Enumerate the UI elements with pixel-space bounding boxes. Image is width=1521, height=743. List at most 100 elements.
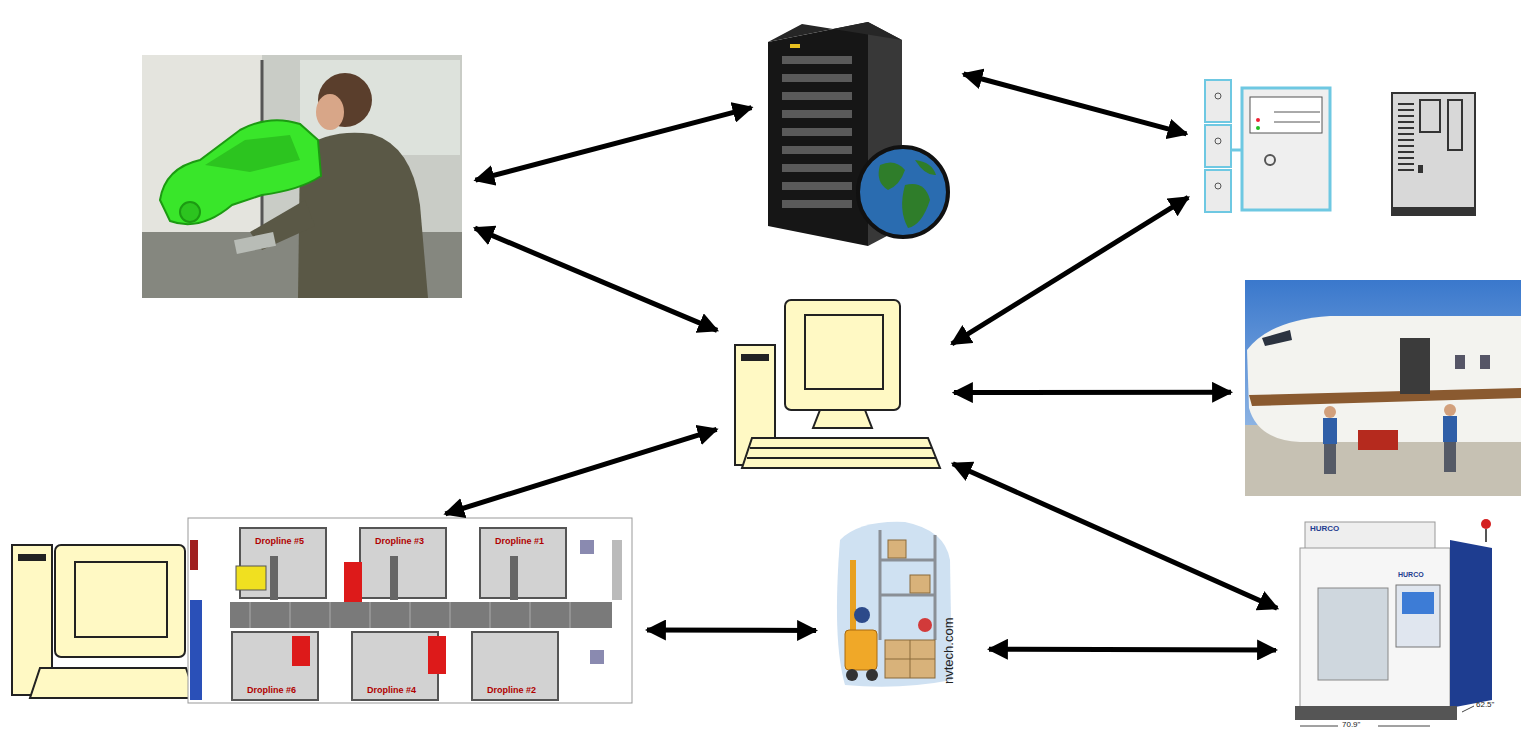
cnc-machine-part — [1450, 540, 1492, 708]
aircraft-photo — [1245, 280, 1521, 496]
floor-plan-part-part — [250, 602, 251, 628]
aircraft-photo-part — [1358, 430, 1398, 450]
cnc-machine-part — [1295, 706, 1457, 720]
cnc-machine-part — [1378, 726, 1430, 727]
floor-plan-part-part — [480, 528, 566, 598]
aircraft-photo-part — [1262, 330, 1292, 346]
station-label: Dropline #6 — [247, 686, 296, 696]
floor-plan-node: Dropline #5 Dropline #3 Dropline #1 Droplin… — [5, 518, 633, 703]
warehouse-illustration-part-part — [880, 594, 935, 597]
central-computer-part — [742, 355, 768, 360]
workstation-icons-part — [1448, 100, 1462, 150]
workstation-icons-part — [1205, 170, 1231, 212]
warehouse-illustration-part — [910, 640, 911, 678]
floor-plan-part-part — [75, 562, 167, 637]
server-icon-part-part — [782, 92, 852, 100]
floor-plan-part — [590, 650, 604, 664]
cnc-machine — [1295, 519, 1492, 726]
aircraft-photo-part — [1455, 355, 1465, 369]
server-icon-part — [902, 184, 930, 228]
workstation-icons-part — [1215, 183, 1221, 189]
aircraft-photo-part — [1443, 416, 1457, 442]
warehouse-illustration-part — [845, 630, 877, 670]
floor-plan-part-part — [30, 668, 196, 698]
floor-plan-part — [510, 556, 518, 600]
warehouse-node: nvtech.com — [830, 520, 975, 690]
server-icon-part — [768, 22, 902, 42]
cnc-machine-part — [1481, 519, 1491, 529]
warehouse-illustration-part — [837, 522, 952, 687]
workstation-icons-part — [1256, 126, 1260, 130]
server-icon-part-part — [782, 200, 852, 208]
workstation-icons-part-part — [1398, 151, 1414, 153]
floor-plan-part — [612, 540, 622, 600]
workstation-icons-part — [1392, 93, 1475, 215]
server-icon-part-part — [782, 74, 852, 82]
floor-plan-part — [188, 518, 632, 703]
cnc-machine-part — [1305, 522, 1435, 550]
station-label: Dropline #4 — [367, 686, 416, 696]
warehouse-illustration-part-part — [880, 559, 935, 562]
designer-photo-part — [205, 135, 300, 172]
cnc-machine-part — [1300, 548, 1450, 708]
workstation-icons-part — [1242, 88, 1330, 210]
workstation-icons-part — [1256, 118, 1260, 122]
aircraft-photo-part — [1444, 442, 1456, 472]
warehouse-illustration — [837, 522, 952, 687]
aircraft-node — [1245, 280, 1521, 496]
server-icon-part-part — [782, 128, 852, 136]
workstation-icons-part-part — [1398, 103, 1414, 105]
server-icon-part-part — [782, 146, 852, 154]
server-icon-part-part — [782, 164, 852, 172]
workstation-icons-part-part — [1398, 109, 1414, 111]
double-arrow — [964, 74, 1187, 134]
floor-plan-part — [580, 540, 594, 554]
floor-plan-part — [344, 562, 362, 602]
double-arrow — [989, 647, 1276, 653]
floor-plan-part-part — [570, 602, 571, 628]
warehouse-illustration-part — [885, 640, 935, 678]
floor-plan-part — [390, 556, 398, 600]
workstation-icons — [1205, 80, 1475, 215]
warehouse-illustration-part — [888, 540, 906, 558]
workstation-icons-part-part — [1398, 115, 1414, 117]
workstation-icons-part — [1215, 93, 1221, 99]
floor-plan-part — [230, 602, 612, 628]
aircraft-photo-part — [1480, 355, 1490, 369]
cnc-machine-part — [1300, 726, 1338, 727]
double-arrow — [647, 628, 816, 634]
warehouse-illustration-part — [918, 618, 932, 632]
designer-photo-part — [142, 55, 462, 298]
workstation-icons-part-part — [1398, 157, 1414, 159]
cnc-machine-part — [1318, 588, 1388, 680]
floor-plan-part-part — [232, 632, 318, 700]
aircraft-photo-part — [1324, 406, 1336, 418]
workstation-icons-part — [1418, 165, 1423, 173]
double-arrow — [952, 197, 1188, 344]
workstation-icons-part — [1231, 149, 1242, 152]
workstation-icons-part-part — [1398, 163, 1414, 165]
floor-plan-part-part — [19, 555, 45, 560]
server-icon-part — [790, 44, 800, 48]
floor-plan-part-part — [55, 545, 185, 657]
server-icon-part-part — [782, 56, 852, 64]
workstation-node — [1200, 75, 1478, 217]
station-label: Dropline #1 — [495, 537, 544, 547]
station-label: Dropline #5 — [255, 537, 304, 547]
cnc-machine-part — [1462, 706, 1474, 712]
central-computer — [735, 300, 940, 468]
warehouse-illustration-part — [866, 669, 878, 681]
server-icon-part — [915, 160, 936, 175]
floor-plan-part-part — [472, 632, 558, 700]
workstation-icons-part-part — [1398, 145, 1414, 147]
double-arrow — [475, 228, 717, 330]
dimension-label: 62.5" — [1476, 701, 1494, 710]
station-label: Dropline #3 — [375, 537, 424, 547]
workstation-icons-part-part — [1398, 169, 1414, 171]
double-arrow — [445, 429, 716, 513]
floor-plan-part — [236, 566, 266, 590]
workstation-icons-part-part — [1398, 121, 1414, 123]
workstation-icons-part — [1398, 104, 1414, 170]
central-computer-part — [750, 447, 932, 449]
